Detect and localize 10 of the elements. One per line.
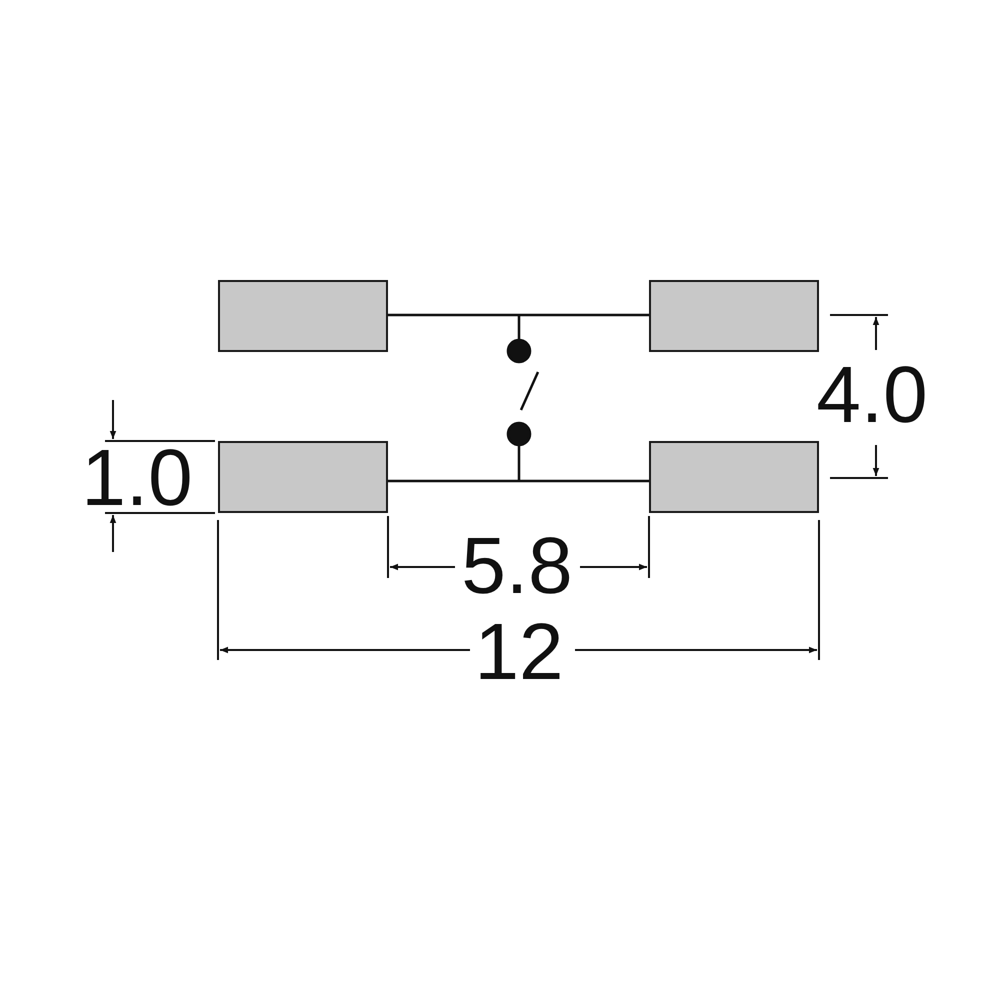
contact-pad [649,441,819,513]
contact-pad [649,280,819,352]
dimension-label: 12 [474,612,564,692]
trace-line [388,314,649,316]
dimension-label: 4.0 [816,355,928,435]
trace-line [388,480,649,482]
contact-pad [218,441,388,513]
dimension-label: 5.8 [461,526,573,606]
contact-pad [218,280,388,352]
dimension-label: 1.0 [81,438,193,518]
